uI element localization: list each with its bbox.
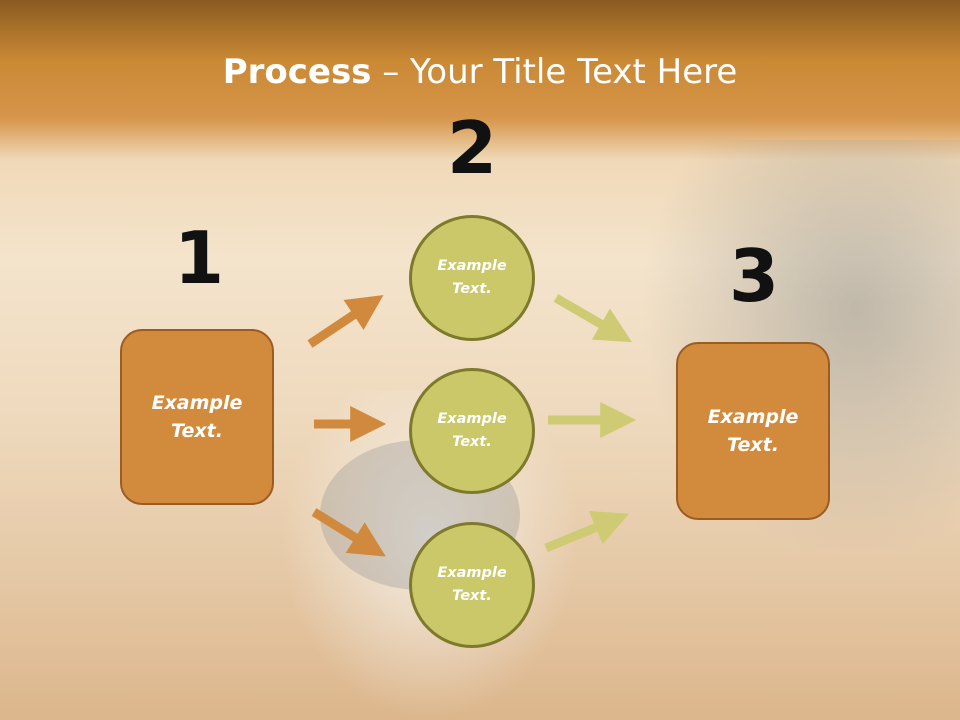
step-1-label: Example Text. <box>151 391 243 443</box>
step-2-circle-middle[interactable]: Example Text. <box>409 368 535 494</box>
step-1-box[interactable]: Example Text. <box>120 329 274 505</box>
title-bold: Process <box>222 52 372 92</box>
step-number-2: 2 <box>446 106 498 190</box>
step-2-circle-middle-label: Example Text. <box>437 410 507 450</box>
title-rest: – Your Title Text Here <box>371 52 738 92</box>
step-3-label: Example Text. <box>707 405 799 457</box>
step-2-circle-bottom-label: Example Text. <box>437 564 507 604</box>
slide-title: Process – Your Title Text Here <box>0 52 960 92</box>
step-2-circle-top-label: Example Text. <box>437 257 507 297</box>
arrow-1-to-bottom <box>311 508 386 557</box>
arrow-bottom-to-3 <box>544 510 629 553</box>
step-number-3: 3 <box>728 234 780 318</box>
step-2-circle-top[interactable]: Example Text. <box>409 215 535 341</box>
step-2-circle-bottom[interactable]: Example Text. <box>409 522 535 648</box>
step-3-box[interactable]: Example Text. <box>676 342 830 520</box>
arrow-1-to-top <box>307 295 384 348</box>
step-number-1: 1 <box>173 216 225 300</box>
arrow-top-to-3 <box>553 294 633 343</box>
